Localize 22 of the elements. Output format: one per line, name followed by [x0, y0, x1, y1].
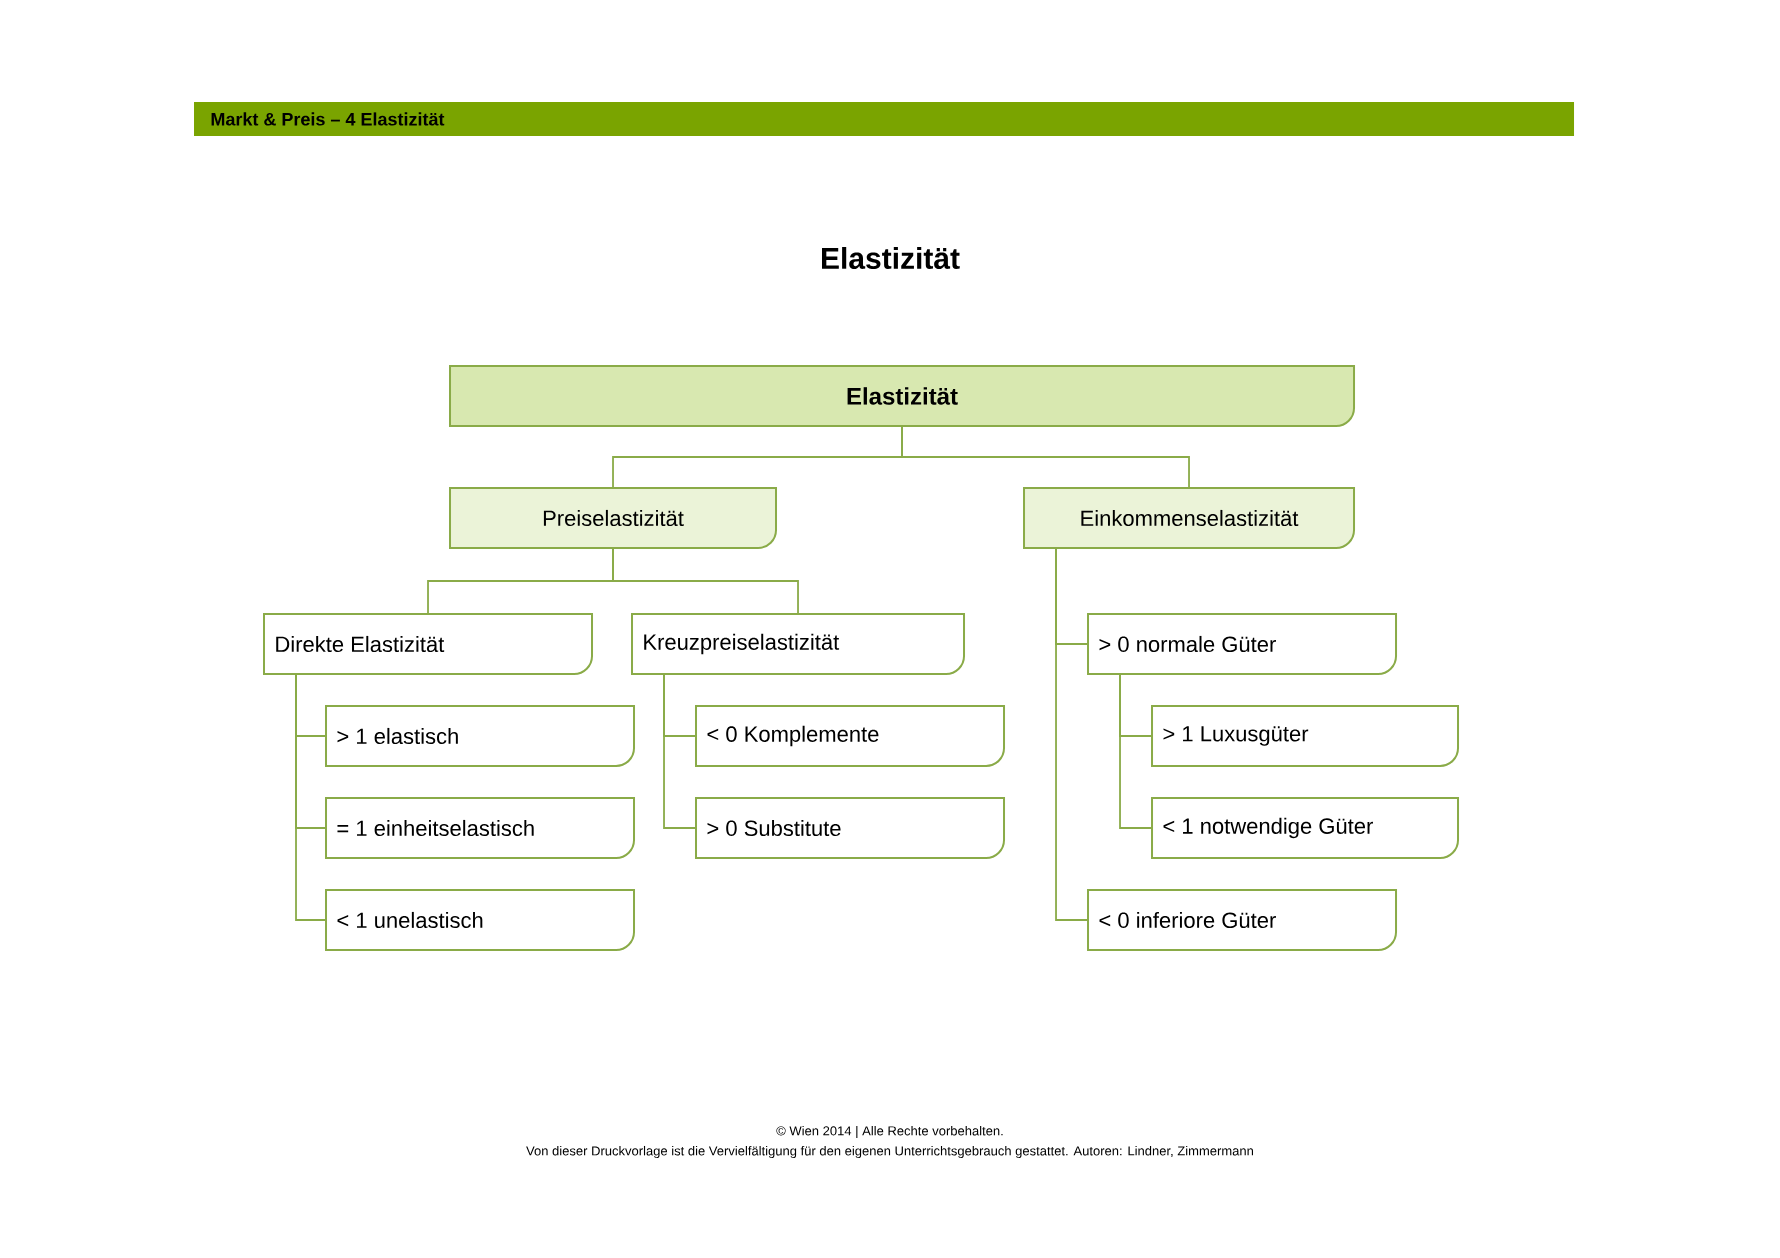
item-box: < 0 inferiore Güter — [1087, 889, 1398, 951]
connector-line — [295, 673, 327, 921]
header-bar: Markt & Preis – 4 Elastizität — [194, 102, 1575, 136]
connector-line — [1119, 673, 1153, 829]
item-box: > 1 elastisch — [325, 705, 635, 767]
item-box: < 1 notwendige Güter — [1151, 797, 1459, 859]
heading: Elastizität — [822, 246, 960, 269]
item-box: < 1 unelastisch — [325, 889, 635, 951]
category-box: Einkommenselastizität — [1023, 487, 1355, 549]
category-box: Preiselastizität — [449, 487, 777, 549]
item-box: > 0 normale Güter — [1087, 613, 1398, 675]
connector-line — [612, 547, 799, 615]
item-box: > 1 Luxusgüter — [1151, 705, 1459, 767]
item-box: Kreuzpreiselastizität — [631, 613, 965, 675]
root-box: Elastizität — [449, 365, 1355, 427]
item-box: Direkte Elastizität — [263, 613, 593, 675]
item-box: = 1 einheitselastisch — [325, 797, 635, 859]
connector-line — [901, 425, 1190, 489]
item-box: > 0 Substitute — [695, 797, 1005, 859]
connector-line — [663, 673, 697, 829]
connector-line — [1055, 547, 1089, 921]
item-box: < 0 Komplemente — [695, 705, 1005, 767]
